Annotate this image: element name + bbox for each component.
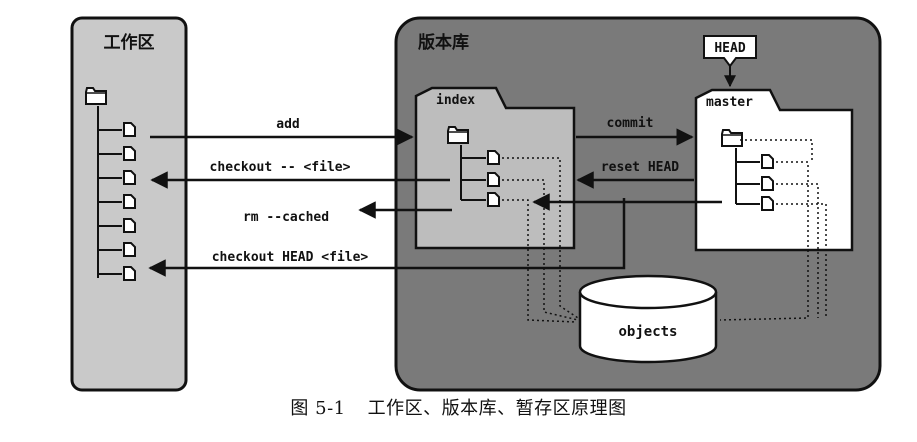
command-arrows: add checkout -- <file> rm --cached check…: [148, 116, 722, 277]
master-file-icon: [761, 154, 774, 169]
checkout-head-file-arrow: [148, 198, 626, 277]
master-file-tree: [735, 148, 760, 205]
working-file-icon: [123, 146, 136, 161]
working-file-icon: [123, 218, 136, 233]
working-folder-icon: [85, 87, 107, 105]
working-file-icon: [123, 242, 136, 257]
working-file-icon: [123, 266, 136, 281]
working-file-tree: [97, 106, 122, 278]
checkout-file-label: checkout -- <file>: [210, 160, 351, 175]
index-object-links: [502, 157, 579, 323]
master-box: [694, 88, 854, 252]
add-command-label: add: [276, 117, 299, 132]
working-file-icon: [123, 194, 136, 209]
repository-title: 版本库: [418, 32, 469, 53]
rm-cached-label: rm --cached: [243, 210, 329, 225]
objects-store: [578, 274, 718, 364]
repository: 版本库 index master HEAD: [394, 16, 882, 392]
objects-label: objects: [618, 324, 677, 340]
index-label: index: [436, 93, 475, 108]
working-file-icon: [123, 122, 136, 137]
head-label: HEAD: [714, 41, 745, 56]
reset-head-label: reset HEAD: [601, 160, 679, 175]
figure-caption-text: 工作区、版本库、暂存区原理图: [367, 398, 627, 419]
working-file-icon: [123, 170, 136, 185]
index-file-tree: [460, 145, 486, 201]
index-file-icon: [487, 172, 500, 187]
head-pointer: [703, 35, 757, 68]
master-folder-icon: [721, 129, 743, 147]
master-file-icon: [761, 196, 774, 211]
commit-command-label: commit: [607, 116, 654, 131]
index-file-icon: [487, 150, 500, 165]
master-file-icon: [761, 176, 774, 191]
index-folder-icon: [447, 126, 469, 144]
master-object-links: [719, 139, 827, 321]
master-label: master: [706, 95, 753, 110]
working-area-title: 工作区: [104, 32, 155, 53]
working-area: 工作区: [70, 16, 188, 392]
index-box: [414, 86, 576, 250]
index-file-icon: [487, 192, 500, 207]
figure-number: 图 5-1: [290, 398, 346, 419]
checkout-head-file-label: checkout HEAD <file>: [212, 250, 369, 265]
figure-caption: 图 5-1 工作区、版本库、暂存区原理图: [0, 394, 917, 420]
